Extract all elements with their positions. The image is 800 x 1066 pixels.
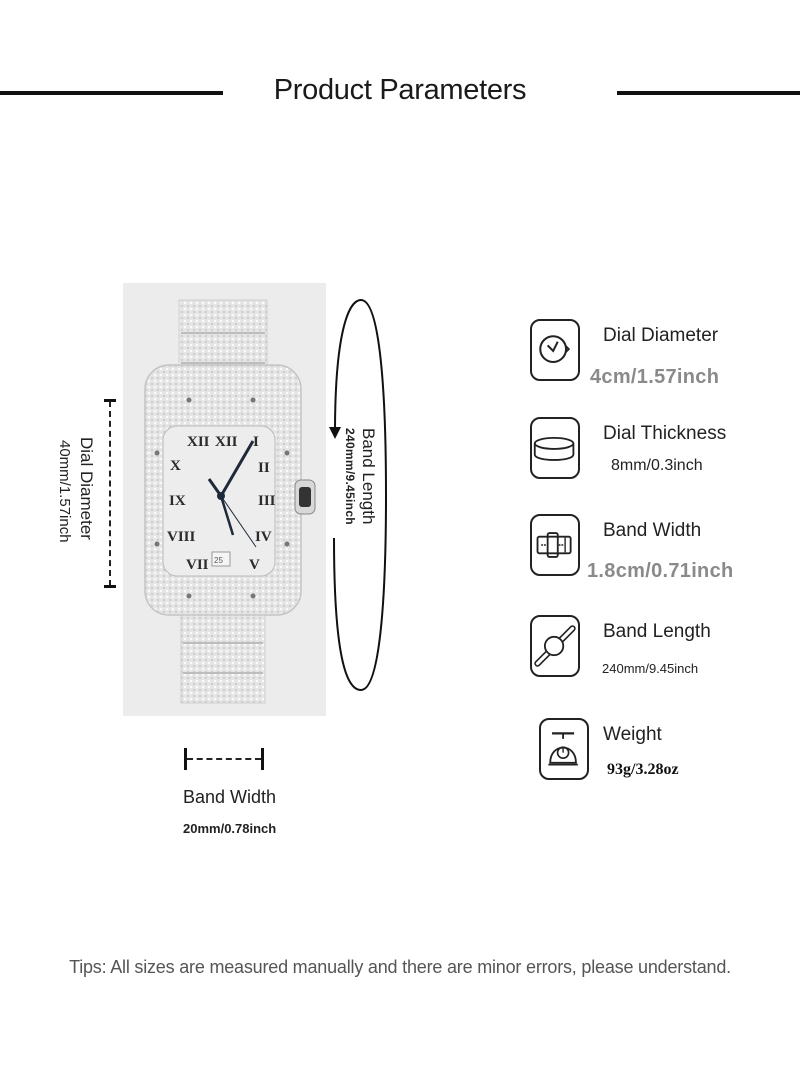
svg-text:IX: IX [169,493,186,509]
spec-value: 4cm/1.57inch [590,366,720,388]
header-divider-right [617,91,800,95]
band-length-dimension-value: 240mm/9.45inch [343,428,357,525]
band-length-arrow-icon [326,295,396,695]
svg-text:VIII: VIII [167,529,196,545]
spec-value: 1.8cm/0.71inch [587,560,734,582]
band-length-icon [530,615,580,677]
watch-dial-icon [530,319,580,381]
band-width-dimension-line [184,748,264,770]
svg-text:XII: XII [215,434,238,450]
dial-diameter-dimension-label: Dial Diameter [77,437,96,540]
dial-diameter-dimension-value: 40mm/1.57inch [56,440,73,543]
dial-diameter-dimension-line [104,399,116,588]
spec-value: 8mm/0.3inch [611,457,703,474]
svg-text:V: V [249,557,260,573]
header-divider-left [0,91,223,95]
spec-label: Band Length [603,621,711,642]
spec-label: Dial Diameter [603,325,719,346]
spec-label: Dial Thickness [603,423,727,444]
svg-text:I: I [253,434,259,450]
date-window: 25 [214,556,223,565]
band-width-dimension-value: 20mm/0.78inch [183,821,277,836]
svg-text:III: III [258,493,276,509]
svg-text:X: X [170,458,181,474]
band-width-dimension-label: Band Width [183,787,277,807]
band-length-dimension-label: Band Length [359,428,378,525]
tips-note: Tips: All sizes are measured manually an… [69,957,731,977]
spec-value: 240mm/9.45inch [602,661,699,676]
band-buckle-icon [530,514,580,576]
spec-label: Weight [603,724,662,745]
scale-icon [539,718,589,780]
page-title: Product Parameters [273,74,527,106]
svg-text:II: II [258,460,270,476]
spec-value: 93g/3.28oz [607,761,679,778]
svg-text:IV: IV [255,529,272,545]
spec-label: Band Width [603,520,702,541]
product-image: XII XII I II III IV V VII VIII IX X 25 [123,283,326,716]
svg-text:VII: VII [186,557,209,573]
dial-thickness-icon [530,417,580,479]
svg-text:XII: XII [187,434,210,450]
